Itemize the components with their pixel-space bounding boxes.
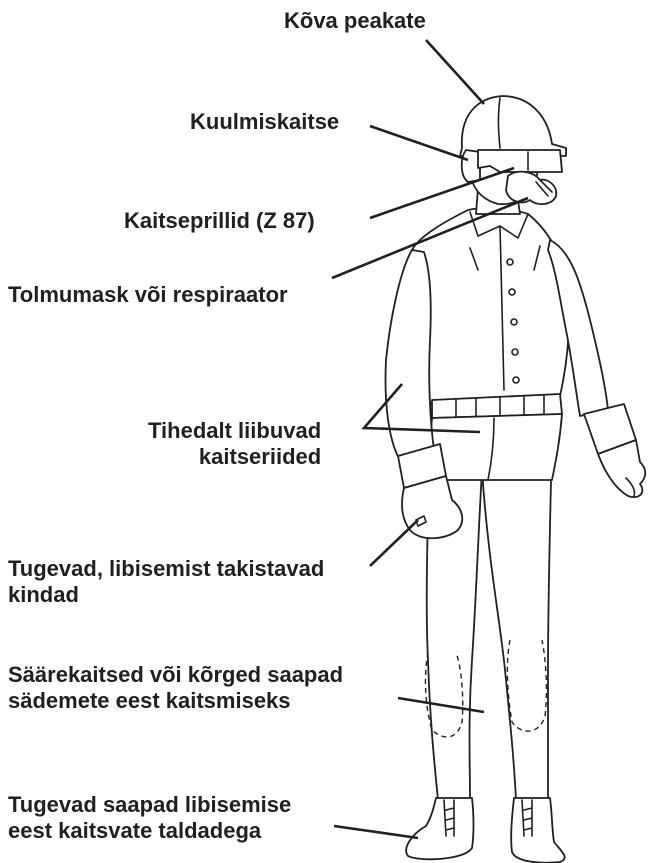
label-hearing-protection: Kuulmiskaitse bbox=[190, 109, 339, 135]
label-gloves: Tugevad, libisemist takistavad kindad bbox=[8, 556, 324, 608]
label-hard-hat: Kõva peakate bbox=[284, 8, 426, 34]
hard-hat bbox=[460, 96, 566, 156]
label-clothing: Tihedalt liibuvad kaitseriided bbox=[148, 418, 321, 470]
left-boot bbox=[406, 798, 473, 859]
gloves-leader bbox=[370, 520, 418, 566]
hard-hat-leader bbox=[426, 40, 484, 104]
label-leggings: Säärekaitsed või kõrged saapad sädemete … bbox=[8, 662, 343, 714]
label-respirator: Tolmumask või respiraator bbox=[8, 282, 288, 308]
label-boots: Tugevad saapad libisemise eest kaitsvate… bbox=[8, 792, 291, 844]
right-boot bbox=[511, 798, 564, 863]
label-safety-glasses: Kaitseprillid (Z 87) bbox=[124, 208, 315, 234]
right-leg bbox=[482, 440, 552, 800]
hearing-leader bbox=[370, 126, 468, 160]
boots-leader bbox=[334, 826, 418, 838]
